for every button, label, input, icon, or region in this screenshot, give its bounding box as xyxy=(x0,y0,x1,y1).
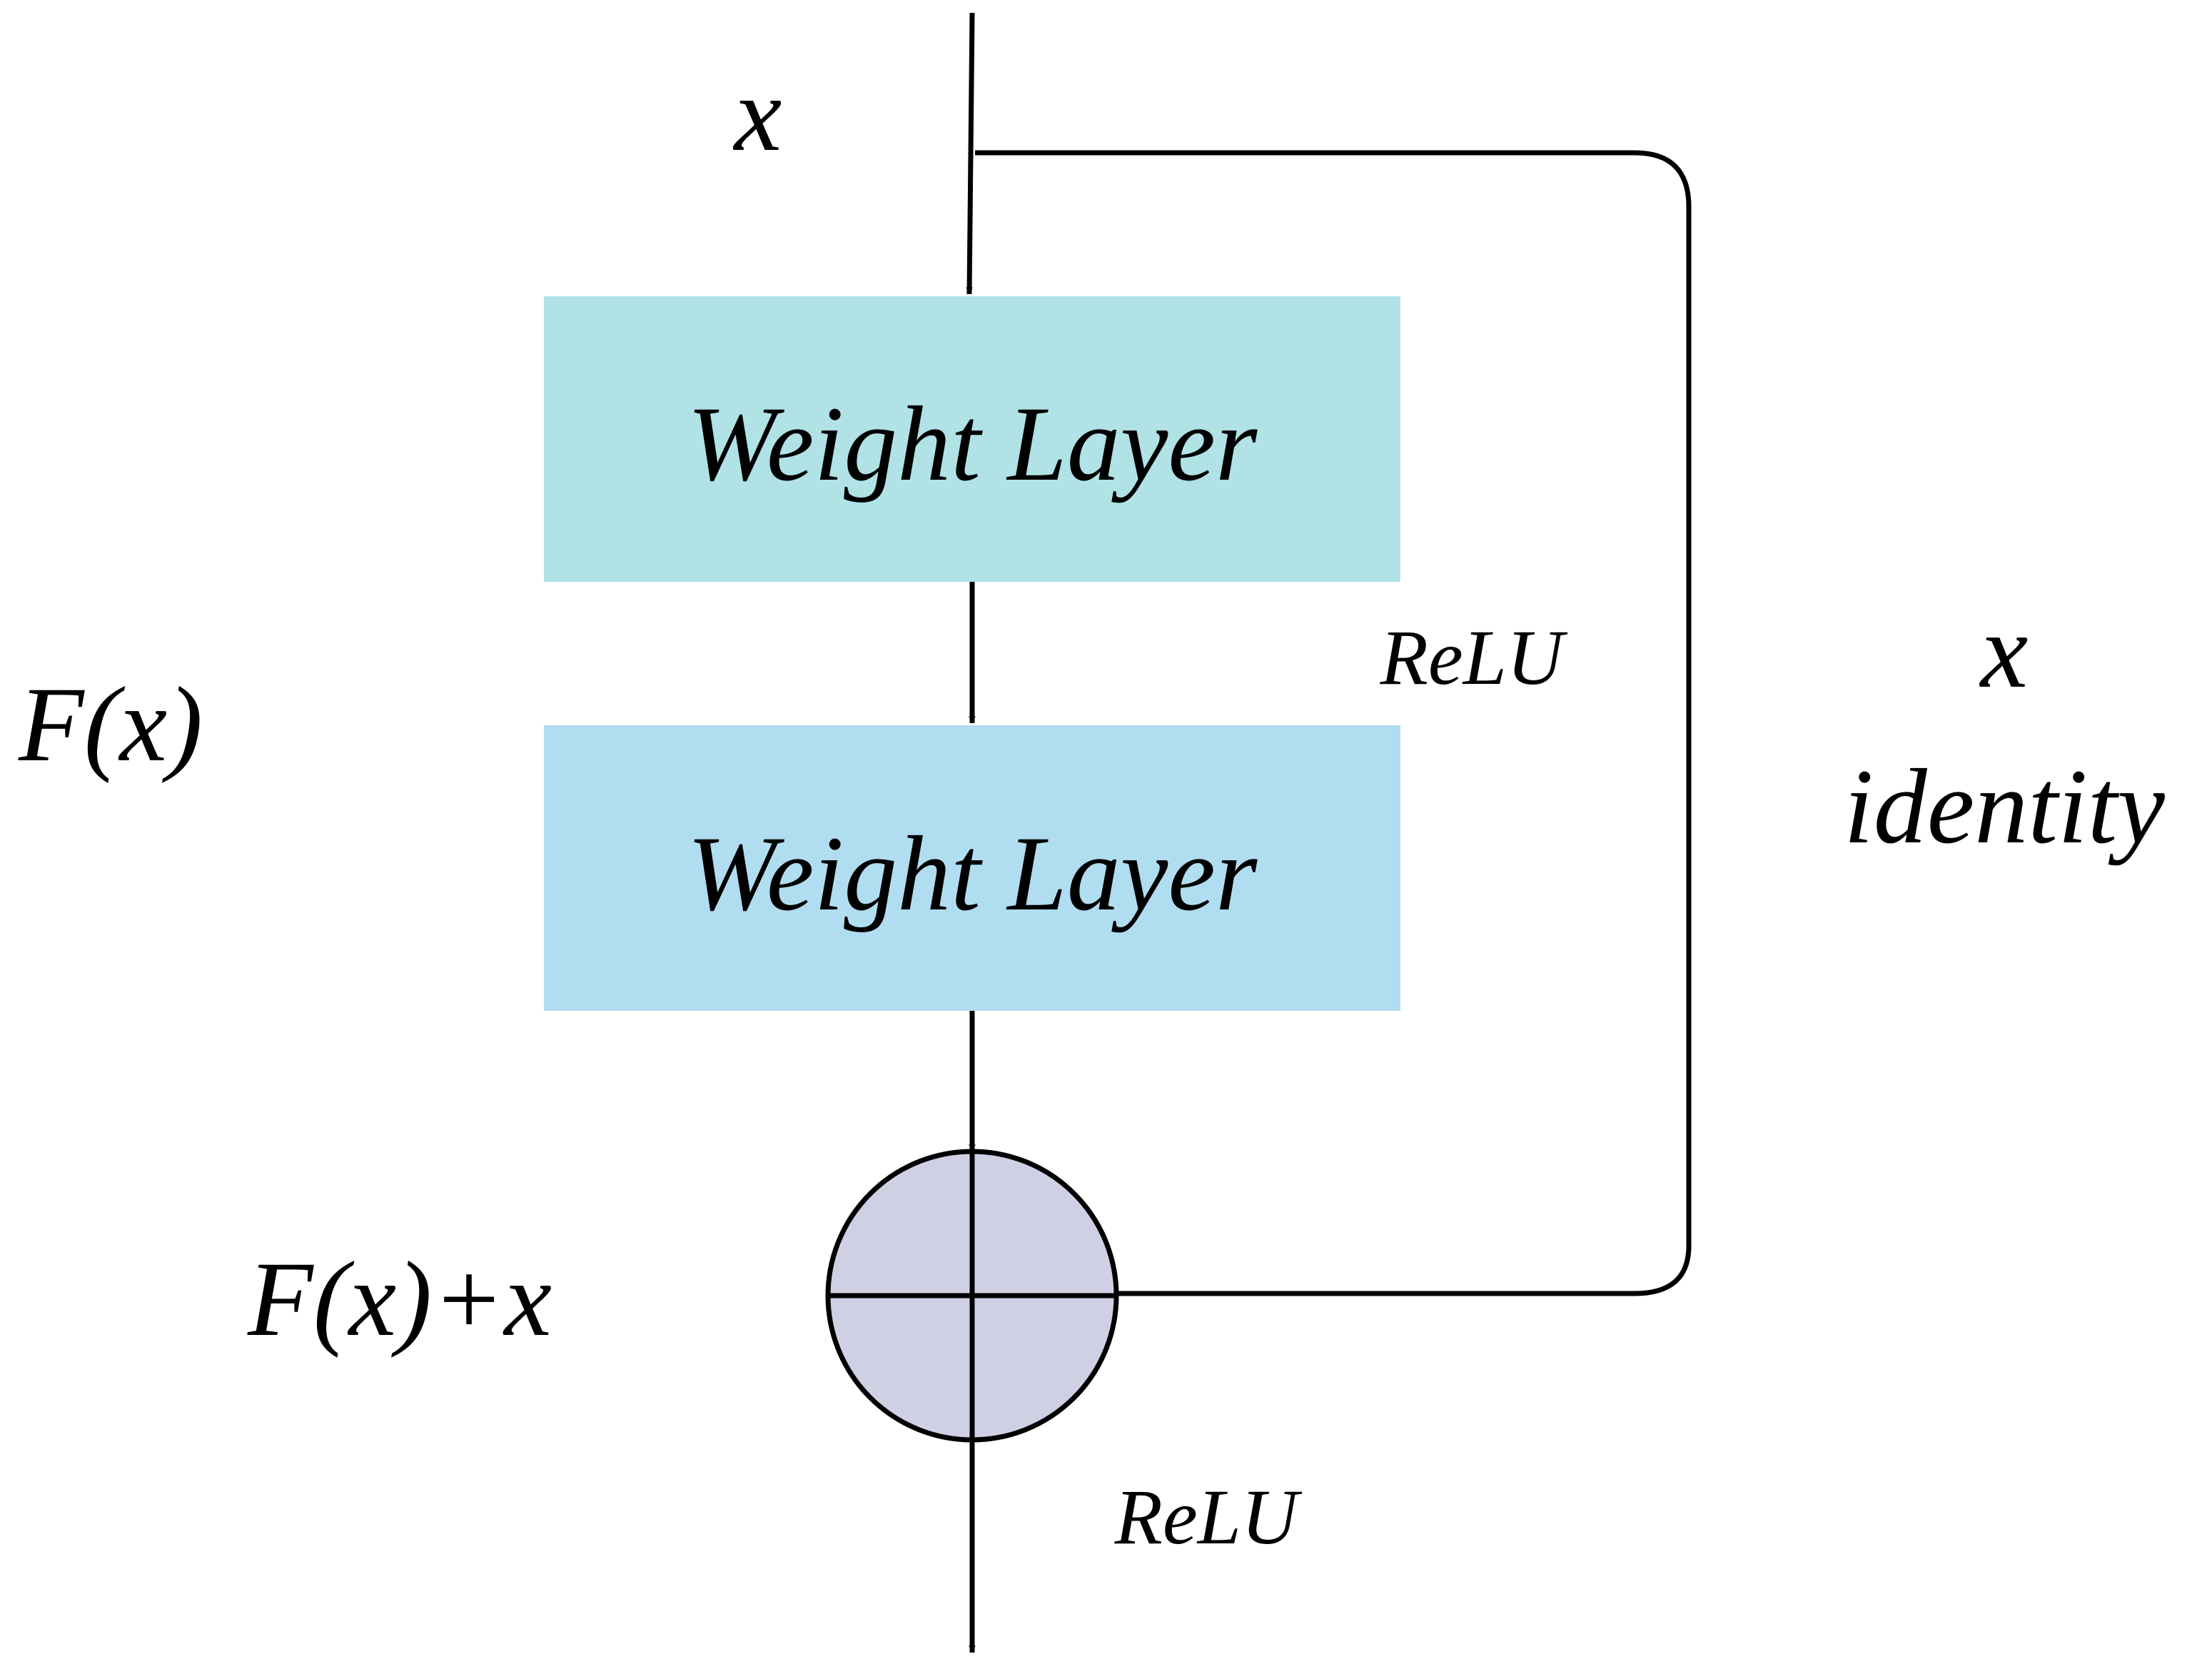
weight-layer-2-box xyxy=(544,725,1400,1011)
weight-layer-2: Weight Layer xyxy=(544,725,1400,1011)
relu-out-label: ReLU xyxy=(1114,1473,1303,1560)
shortcut-x-label: x xyxy=(1979,592,2029,710)
shortcut-path xyxy=(975,150,1692,1296)
weight-layer-2-label: Weight Layer xyxy=(687,815,1258,933)
weight-layer-1: Weight Layer xyxy=(544,296,1400,582)
plus-circle-icon xyxy=(825,1149,1119,1443)
residual-fx-label: F(x) xyxy=(18,665,203,784)
weight-layer-1-box xyxy=(544,296,1400,582)
input-arrow xyxy=(966,12,975,295)
sum-fx-plus-x-label: F(x)+x xyxy=(247,1240,552,1358)
shortcut-identity-label: identity xyxy=(1844,747,2165,866)
relu-mid-label: ReLU xyxy=(1380,614,1568,701)
input-x-label: x xyxy=(733,55,782,173)
weight-layer-1-label: Weight Layer xyxy=(687,385,1258,503)
